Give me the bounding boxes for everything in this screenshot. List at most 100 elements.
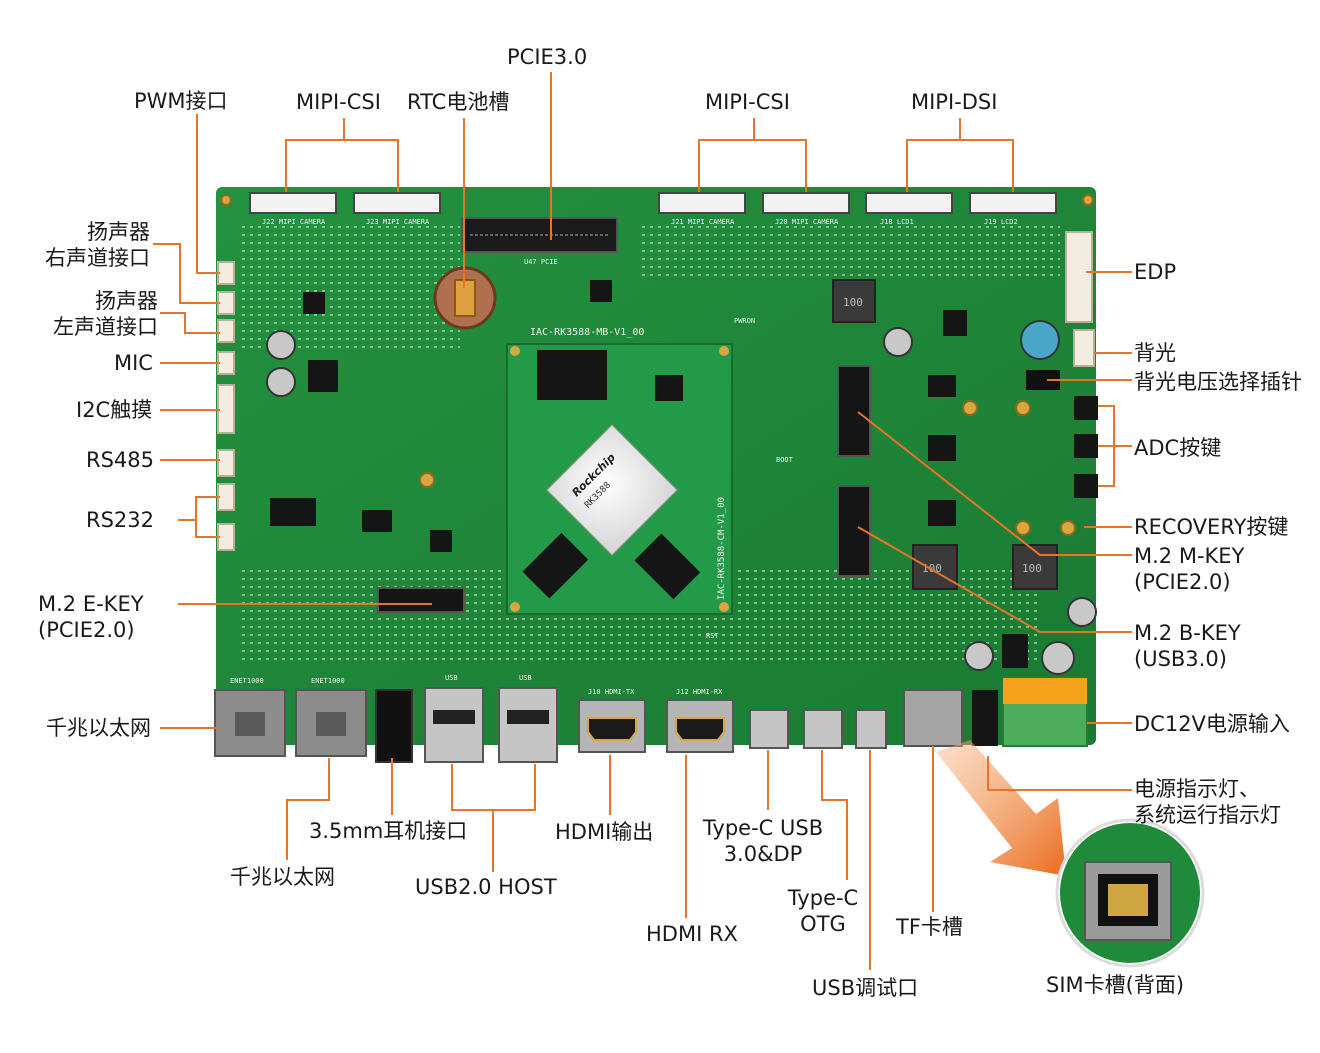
soc-chip: Rockchip RK3588 [546, 424, 678, 556]
cam4-silk: J20 MIPI CAMERA [775, 218, 839, 226]
label-line: 左声道接口 [53, 315, 158, 339]
label-line: (PCIE2.0) [38, 618, 135, 642]
label-line: 电源指示灯、 [1134, 777, 1260, 801]
label-line: M.2 E-KEY [38, 592, 144, 616]
label-rs485: RS485 [86, 448, 155, 472]
label-line: 3.0&DP [723, 842, 803, 866]
core-chip-topleft [537, 350, 607, 400]
label-spk-l: 扬声器左声道接口 [53, 289, 158, 339]
label-pcie3: PCIE3.0 [507, 45, 588, 69]
pcb-trace-area-mid [640, 220, 1060, 280]
label-line: 右声道接口 [45, 246, 150, 270]
sim-inset [1055, 818, 1205, 968]
usb2-silk: USB [519, 674, 532, 682]
hdmi-tx-silk: J10 HDMI-TX [588, 688, 635, 696]
label-pwm: PWM接口 [134, 89, 228, 113]
m2-ekey-slot [377, 587, 465, 613]
ind4-silk: 100 [0, 0, 2, 1]
label-leds-wrap: 电源指示灯、系统运行指示灯 [1134, 776, 1281, 828]
ind1-silk: 100 [843, 296, 863, 309]
label-hdmi-rx: HDMI RX [646, 922, 738, 946]
backlight-header [1073, 329, 1095, 367]
label-hdmi-out: HDMI输出 [555, 820, 654, 844]
label-spk-l-line1: 扬声器左声道接口 [40, 288, 158, 340]
label-bl-voltage: 背光电压选择插针 [1134, 370, 1302, 394]
cam3-silk: J21 MIPI CAMERA [671, 218, 735, 226]
label-gbe-left: 千兆以太网 [46, 716, 151, 740]
hdmi-ports [587, 717, 725, 741]
usb-ports [433, 710, 549, 724]
top-fpc-connectors [249, 192, 1057, 214]
usb1-silk: USB [445, 674, 458, 682]
label-m2-bkey-wrap: M.2 B-KEY(USB3.0) [1134, 620, 1241, 672]
pcie-silk: U47 PCIE [524, 258, 558, 266]
sim-arrow [936, 740, 1066, 876]
label-line: Type-C USB [702, 816, 824, 840]
misc-ics [270, 280, 1028, 668]
hdmi-rx-silk: J12 HDMI-RX [676, 688, 723, 696]
cam1-silk: J22 MIPI CAMERA [262, 218, 326, 226]
label-line: (PCIE2.0) [1134, 570, 1231, 594]
label-line: (USB3.0) [1134, 647, 1227, 671]
label-recovery: RECOVERY按键 [1134, 515, 1289, 539]
label-edp: EDP [1134, 260, 1177, 284]
label-spk-r: 扬声器右声道接口 [45, 220, 150, 270]
ram-chip-right [634, 533, 701, 600]
label-adc: ADC按键 [1134, 436, 1222, 460]
label-sim: SIM卡槽(背面) [1046, 973, 1185, 997]
core-mount-holes [510, 346, 729, 612]
adc-buttons [1074, 396, 1098, 498]
m2-mkey-slot [837, 365, 871, 457]
label-usb2host: USB2.0 HOST [415, 875, 557, 899]
label-rtc: RTC电池槽 [407, 90, 510, 114]
label-gbe-bottom: 千兆以太网 [230, 865, 335, 889]
label-rs232: RS232 [86, 508, 155, 532]
label-line: M.2 B-KEY [1134, 621, 1241, 645]
label-spk-r-line1: 扬声器右声道接口 [40, 219, 150, 271]
label-line: 系统运行指示灯 [1134, 803, 1281, 827]
label-mipi-csi-2: MIPI-CSI [705, 90, 790, 114]
label-m2-mkey-wrap: M.2 M-KEY(PCIE2.0) [1134, 543, 1244, 595]
bl-voltage-pins [1026, 370, 1060, 390]
label-m2-ekey: M.2 E-KEY(PCIE2.0) [38, 592, 144, 642]
pcb-trace-area-left [240, 220, 460, 350]
electrolytic-capacitors [266, 320, 1097, 675]
label-usb-debug: USB调试口 [812, 976, 919, 1000]
cm-silk: IAC-RK3588-CM-V1_00 [717, 497, 727, 600]
label-mipi-dsi: MIPI-DSI [911, 90, 998, 114]
leader-lines [153, 72, 1132, 970]
label-mipi-csi-1: MIPI-CSI [296, 90, 381, 114]
rst-silk: RST [706, 632, 719, 640]
mounting-holes [220, 194, 1094, 536]
mb-silk: IAC-RK3588-MB-V1_00 [530, 327, 644, 338]
lcd2-silk: J19 LCD2 [984, 218, 1018, 226]
ind3-silk: 100 [1022, 562, 1042, 575]
lcd1-silk: J18 LCD1 [880, 218, 914, 226]
label-mic: MIC [114, 351, 153, 375]
cam2-silk: J23 MIPI CAMERA [366, 218, 430, 226]
label-tf: TF卡槽 [896, 915, 963, 939]
pwron-silk: PWRON [734, 317, 755, 325]
label-line: Type-C [787, 886, 859, 910]
edp-header [1065, 231, 1093, 323]
ram-chip-left [522, 532, 589, 599]
label-leds: 电源指示灯、系统运行指示灯 [1134, 777, 1281, 827]
label-dc12v: DC12V电源输入 [1134, 712, 1290, 736]
left-headers [217, 261, 235, 551]
label-m2-mkey: M.2 M-KEY(PCIE2.0) [1134, 544, 1244, 594]
label-line: OTG [800, 912, 846, 936]
label-m2-ekey-wrap: M.2 E-KEY(PCIE2.0) [38, 591, 144, 643]
enet1-silk: ENET1000 [230, 677, 264, 685]
label-line: M.2 M-KEY [1134, 544, 1245, 568]
label-m2-bkey: M.2 B-KEY(USB3.0) [1134, 621, 1241, 671]
label-i2c: I2C触摸 [76, 398, 153, 422]
label-line: 扬声器 [95, 289, 158, 313]
label-backlight: 背光 [1134, 341, 1176, 365]
label-jack: 3.5mm耳机接口 [309, 819, 468, 843]
